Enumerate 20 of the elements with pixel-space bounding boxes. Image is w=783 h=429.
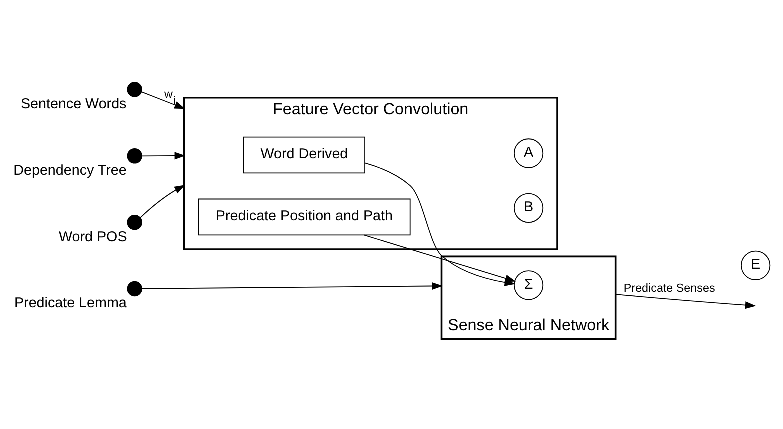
node-label: Sentence Words: [20, 96, 127, 112]
node-label: Word POS: [58, 229, 128, 246]
node-circle: [127, 82, 142, 98]
arrow: [615, 294, 756, 310]
node-circle: [127, 148, 142, 164]
node-label: Predicate Lemma: [14, 296, 127, 312]
arrow: [142, 152, 186, 160]
node-circle: E: [741, 250, 771, 280]
arrow: [142, 282, 444, 290]
arrow: [141, 92, 186, 110]
node-circle: [127, 281, 142, 297]
node-circle: B: [514, 193, 544, 224]
arrow: [140, 185, 186, 218]
edge-label: Predicate Senses: [624, 282, 716, 296]
node-box: Predicate Position and Path: [198, 198, 411, 236]
node-label: Dependency Tree: [14, 162, 127, 179]
node-box: Word Derived: [243, 136, 366, 174]
node-circle: [127, 214, 142, 230]
node-circle: A: [514, 138, 544, 168]
node-circle: Σ: [514, 270, 544, 300]
